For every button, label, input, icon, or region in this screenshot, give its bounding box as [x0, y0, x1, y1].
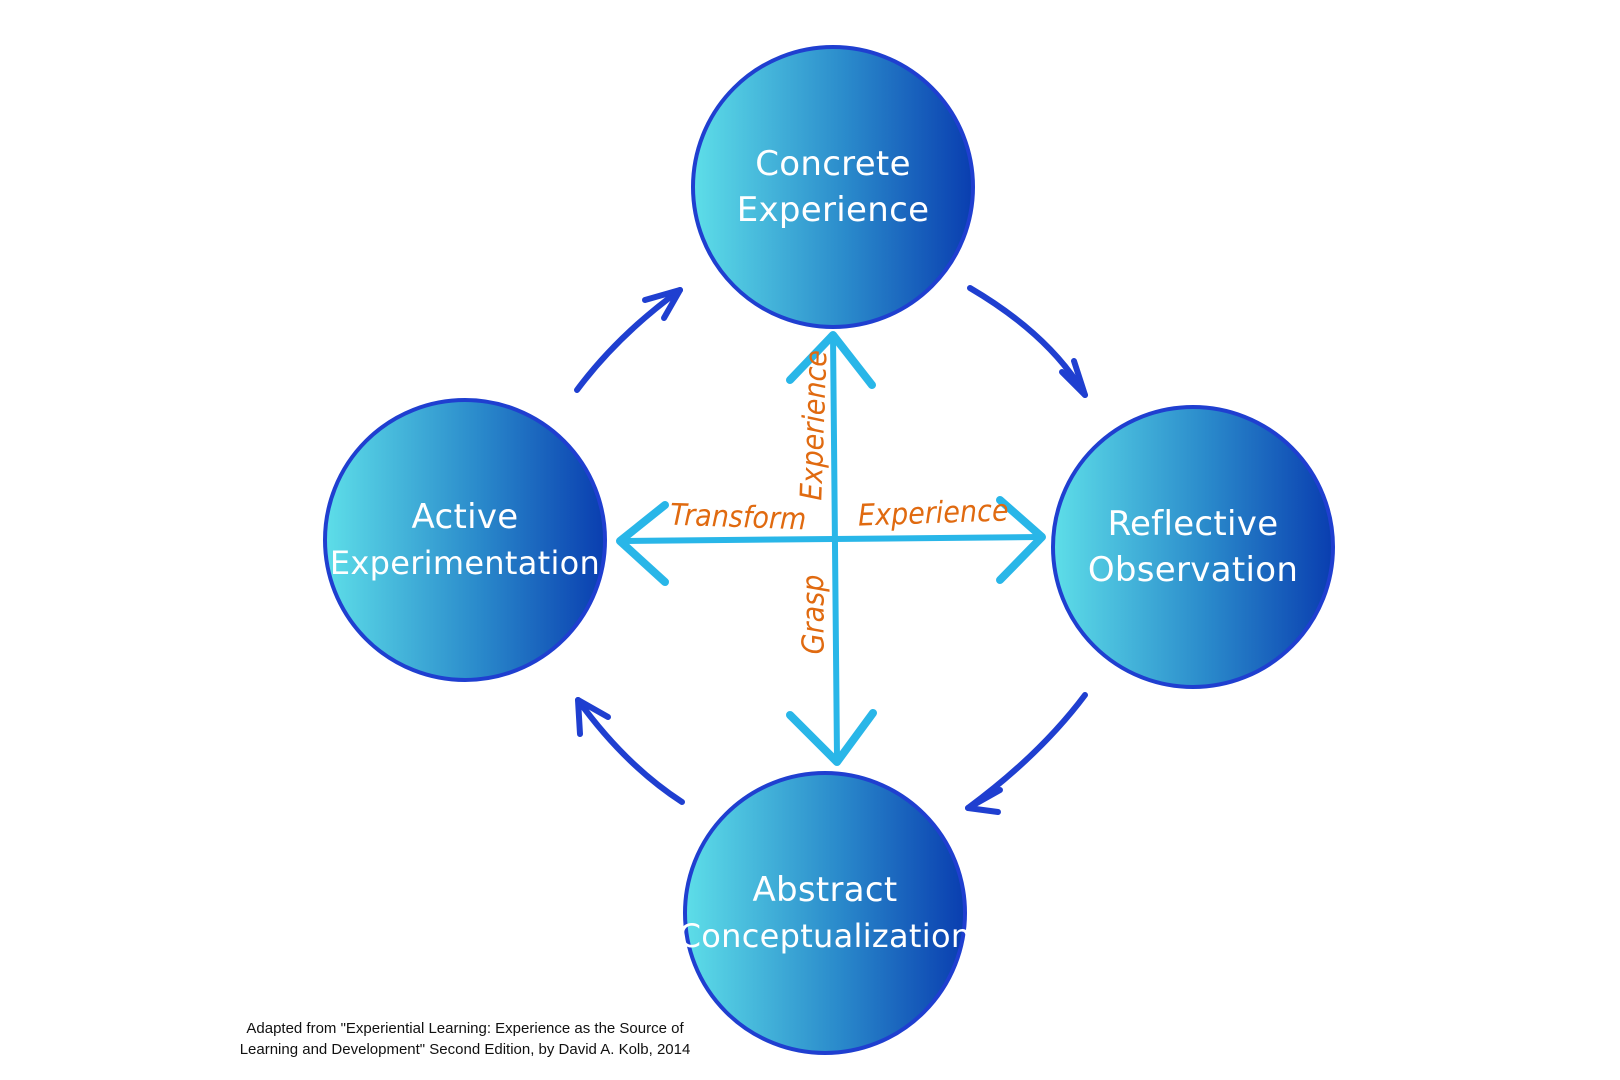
axis-label-vertical-lower: Grasp — [796, 574, 832, 655]
node-label-line2: Conceptualization — [678, 917, 972, 955]
vertical-axis-line — [830, 332, 840, 761]
node-label-line2: Experimentation — [329, 544, 601, 582]
node-active-experimentation: Active Experimentation — [323, 398, 607, 682]
arrowhead-down-icon — [786, 709, 877, 766]
node-label-line1: Abstract — [752, 870, 898, 910]
arrow-bottom-to-left-icon — [575, 697, 685, 805]
credit-line1: Adapted from "Experiential Learning: Exp… — [246, 1020, 684, 1037]
credit-line2: Learning and Development" Second Edition… — [239, 1041, 691, 1058]
arrow-left-to-top-icon — [574, 287, 683, 393]
source-credit: Adapted from "Experiential Learning: Exp… — [215, 1018, 715, 1060]
node-label-line1: Reflective — [1107, 504, 1279, 544]
arrowhead-up-icon — [786, 331, 876, 389]
axis-label-horizontal-left: Transform — [669, 497, 807, 538]
node-label-line1: Concrete — [755, 144, 911, 184]
cross-arrows — [616, 331, 1046, 766]
cycle-arrows — [574, 285, 1088, 815]
arrowhead-right-icon — [996, 496, 1046, 584]
node-label-line1: Active — [411, 497, 519, 537]
arrowhead-left-icon — [616, 501, 669, 586]
node-abstract-conceptualization: Abstract Conceptualization — [679, 771, 971, 1055]
horizontal-axis-line — [622, 534, 1043, 544]
node-concrete-experience: Concrete Experience — [691, 45, 975, 329]
node-label-line2: Observation — [1087, 550, 1299, 590]
arrow-top-to-right-icon — [967, 285, 1088, 398]
axis-label-horizontal-right: Experience — [857, 493, 1010, 534]
axis-label-vertical-upper: Experience — [794, 349, 835, 502]
node-label-line2: Experience — [736, 190, 930, 230]
arrow-right-to-bottom-icon — [965, 692, 1088, 815]
node-reflective-observation: Reflective Observation — [1051, 405, 1335, 689]
